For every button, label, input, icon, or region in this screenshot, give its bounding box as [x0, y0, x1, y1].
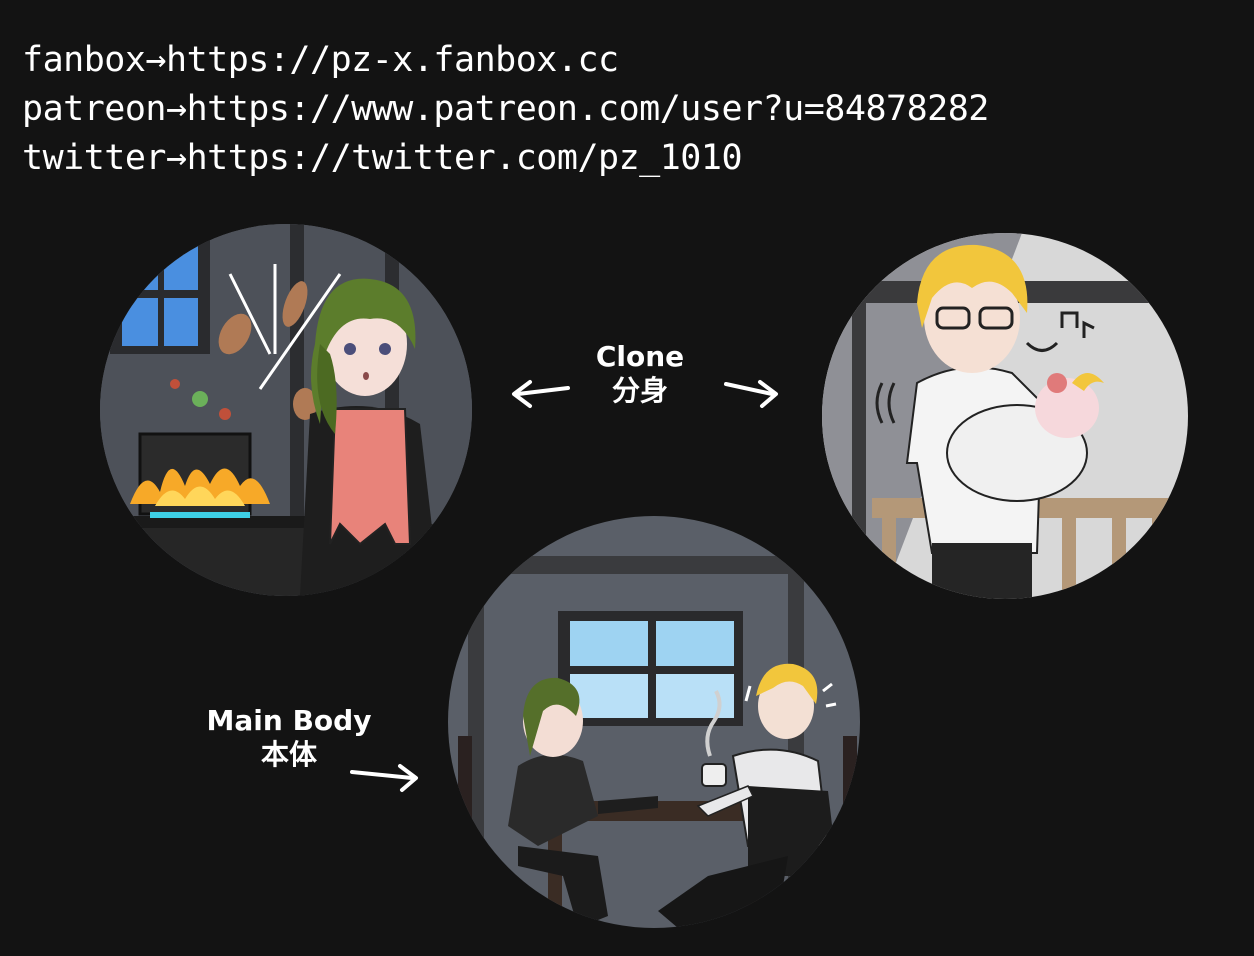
- main-body-table-panel: [448, 516, 860, 928]
- arrow-right-icon: [724, 380, 778, 408]
- clone-kitchen-panel: [100, 224, 472, 596]
- main-body-caption-en: Main Body: [206, 704, 372, 737]
- clone-baby-panel: [822, 233, 1188, 599]
- clone-caption: Clone 分身: [590, 340, 690, 408]
- table-illustration: [448, 516, 860, 928]
- link-list: fanbox→https://pz-x.fanbox.cc patreon→ht…: [22, 36, 989, 183]
- patreon-link[interactable]: patreon→https://www.patreon.com/user?u=8…: [22, 89, 989, 129]
- arrow-left-icon: [512, 380, 570, 408]
- main-body-caption-zh: 本体: [260, 738, 317, 771]
- clone-caption-en: Clone: [595, 340, 685, 373]
- twitter-link[interactable]: twitter→https://twitter.com/pz_1010: [22, 138, 743, 178]
- clone-caption-zh: 分身: [611, 374, 668, 407]
- arrow-right-main-icon: [350, 764, 418, 792]
- baby-illustration: [822, 233, 1188, 599]
- main-body-caption: Main Body 本体: [198, 704, 380, 772]
- fanbox-link[interactable]: fanbox→https://pz-x.fanbox.cc: [22, 40, 619, 80]
- kitchen-illustration: [100, 224, 472, 596]
